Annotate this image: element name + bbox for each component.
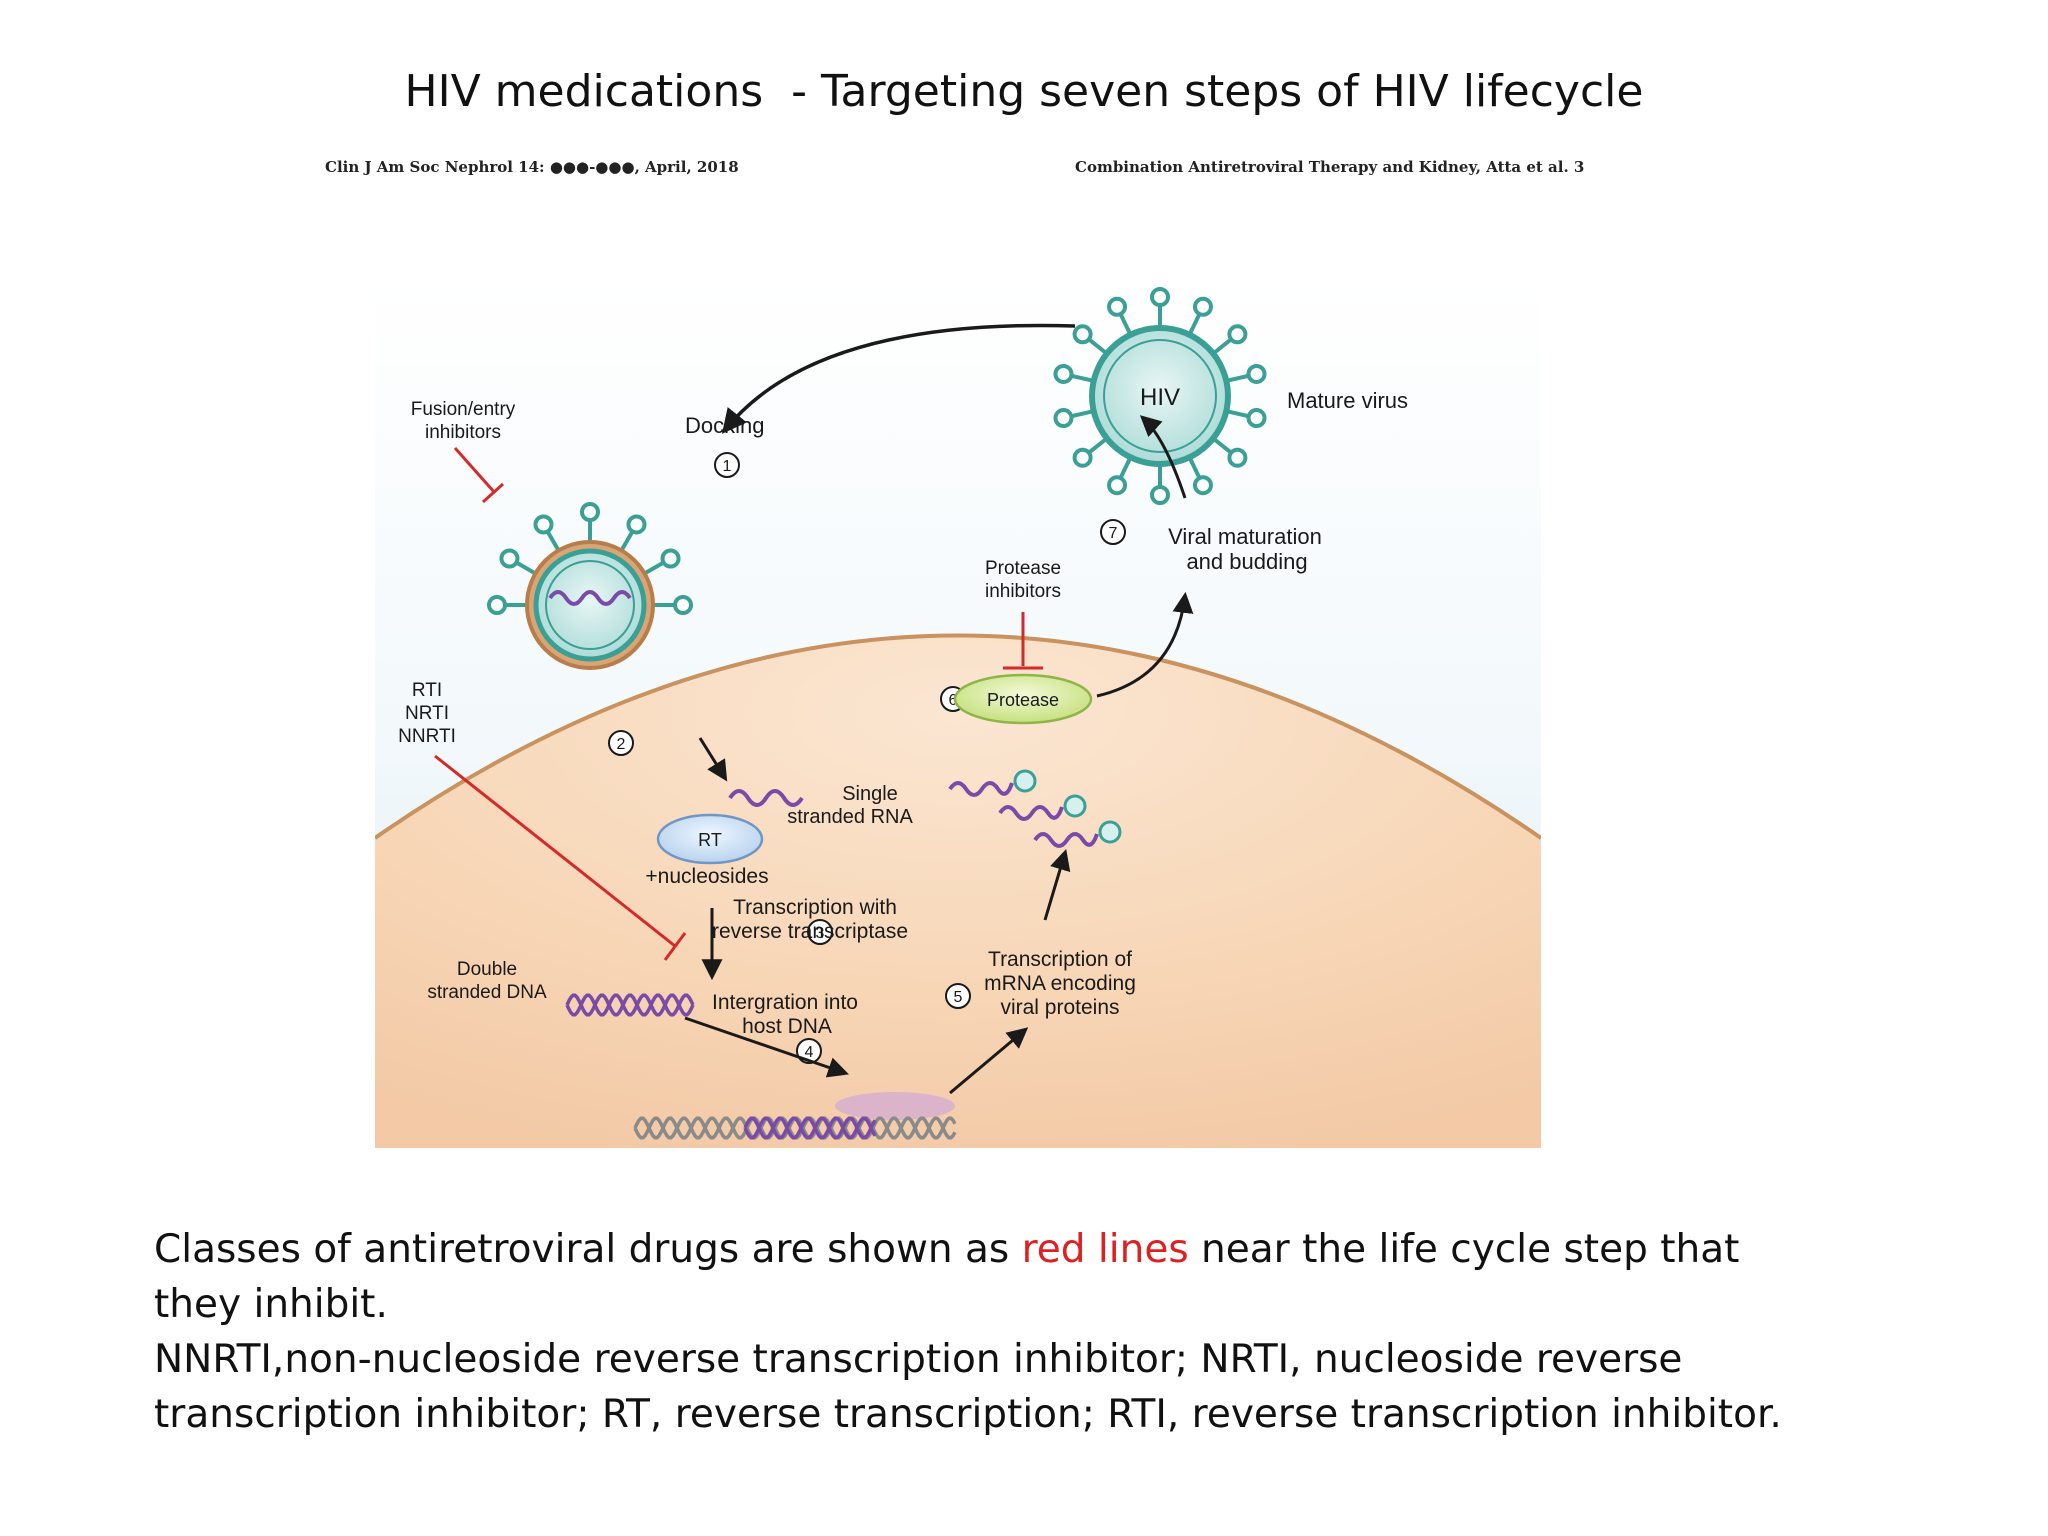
translation-arrow	[1043, 848, 1071, 921]
slide-title: HIV medications - Targeting seven steps …	[404, 66, 1644, 117]
step-marker-1: 1	[714, 452, 740, 478]
step-number: 6	[949, 692, 958, 709]
caption-line-1: Classes of antiretroviral drugs are show…	[154, 1222, 1814, 1332]
nnrti-label: NNRTI	[398, 726, 456, 747]
rti-label: RTI	[412, 680, 442, 701]
caption-text-1: Classes of antiretroviral drugs are show…	[154, 1227, 1022, 1272]
figure-caption: Classes of antiretroviral drugs are show…	[154, 1222, 1814, 1442]
double-dna-label-2: stranded DNA	[427, 982, 547, 1003]
cell-membrane	[375, 633, 1541, 840]
rti-inhibitor-bar	[663, 932, 687, 961]
maturation-arrow	[1139, 415, 1187, 499]
viral-rna	[548, 590, 632, 606]
journal-running-head: Combination Antiretroviral Therapy and K…	[1075, 158, 1585, 176]
transcription-mrna-label-2: mRNA encoding	[984, 972, 1136, 995]
nucleosides-label: +nucleosides	[645, 865, 768, 888]
rti-inhibitor-line	[434, 754, 676, 948]
step-number: 4	[805, 1044, 814, 1061]
viral-mrna	[948, 769, 1122, 848]
nrti-label: NRTI	[405, 703, 449, 724]
protease-inhibitor-label-1: Protease	[985, 558, 1061, 579]
transcription-mrna-label-1: Transcription of	[988, 948, 1132, 971]
viral-maturation-label-1: Viral maturation	[1168, 524, 1322, 549]
step-number: 7	[1109, 525, 1118, 542]
protease-label: Protease	[987, 690, 1059, 710]
reverse-transcriptase	[656, 813, 764, 865]
integration-label-1: Intergration into	[712, 991, 858, 1014]
single-rna-label-2: stranded RNA	[787, 806, 913, 828]
step-number: 1	[723, 458, 732, 475]
protease-enzyme	[953, 673, 1093, 725]
host-dna	[633, 1092, 957, 1140]
uncoating-arrow	[698, 737, 728, 782]
step-marker-7: 7	[1100, 519, 1126, 545]
viral-maturation-label-2: and budding	[1186, 549, 1307, 574]
protease-inhibitor-label-2: inhibitors	[985, 581, 1061, 602]
step-number: 3	[816, 925, 825, 942]
caption-line-2: NNRTI,non-nucleoside reverse transcripti…	[154, 1337, 1782, 1437]
step-marker-2: 2	[608, 730, 634, 756]
hiv-virion: HIV	[1053, 287, 1267, 505]
fusion-inhibitor-bar	[481, 482, 505, 504]
docked-virion	[487, 502, 693, 670]
step-marker-3: 3	[807, 919, 833, 945]
host-cell	[375, 635, 1541, 1148]
journal-citation: Clin J Am Soc Nephrol 14: ●●●-●●●, April…	[325, 158, 739, 176]
double-stranded-dna	[565, 993, 695, 1017]
hiv-label: HIV	[1140, 384, 1180, 411]
step-marker-5: 5	[945, 983, 971, 1009]
single-stranded-rna	[728, 789, 804, 807]
budding-arrow	[1096, 591, 1194, 698]
caption-text-2: near the life cycle step that they inhib…	[154, 1227, 1740, 1327]
rt-label: RT	[698, 830, 722, 850]
step-number: 5	[954, 989, 963, 1006]
hiv-lifecycle-diagram: HIV Mature virus Docking 1 2 3 4 5 6 7 Fusion/…	[375, 278, 1541, 1148]
step-number: 2	[617, 736, 626, 753]
transcription-rt-label-1: Transcription with	[733, 896, 897, 919]
docking-arrow	[721, 323, 1076, 434]
fusion-inhibitor-label-2: inhibitors	[425, 422, 501, 443]
integration-arrow	[684, 1016, 849, 1078]
docking-label: Docking	[685, 413, 764, 438]
mature-virus-label: Mature virus	[1287, 388, 1408, 413]
transcription-mrna-label-3: viral proteins	[1000, 996, 1119, 1019]
hiv-lifecycle-figure: HIV Mature virus Docking 1 2 3 4 5 6 7 Fusion/…	[375, 278, 1541, 1148]
fusion-inhibitor-line	[453, 447, 497, 494]
fusion-inhibitor-label-1: Fusion/entry	[411, 399, 516, 420]
single-rna-label-1: Single	[842, 783, 898, 805]
transcription-arrow	[949, 1027, 1029, 1095]
caption-highlight-red-lines: red lines	[1021, 1227, 1189, 1272]
transcription-rt-label-2: reverse transcriptase	[712, 920, 908, 943]
double-dna-label-1: Double	[457, 959, 517, 980]
integration-label-2: host DNA	[742, 1015, 832, 1038]
